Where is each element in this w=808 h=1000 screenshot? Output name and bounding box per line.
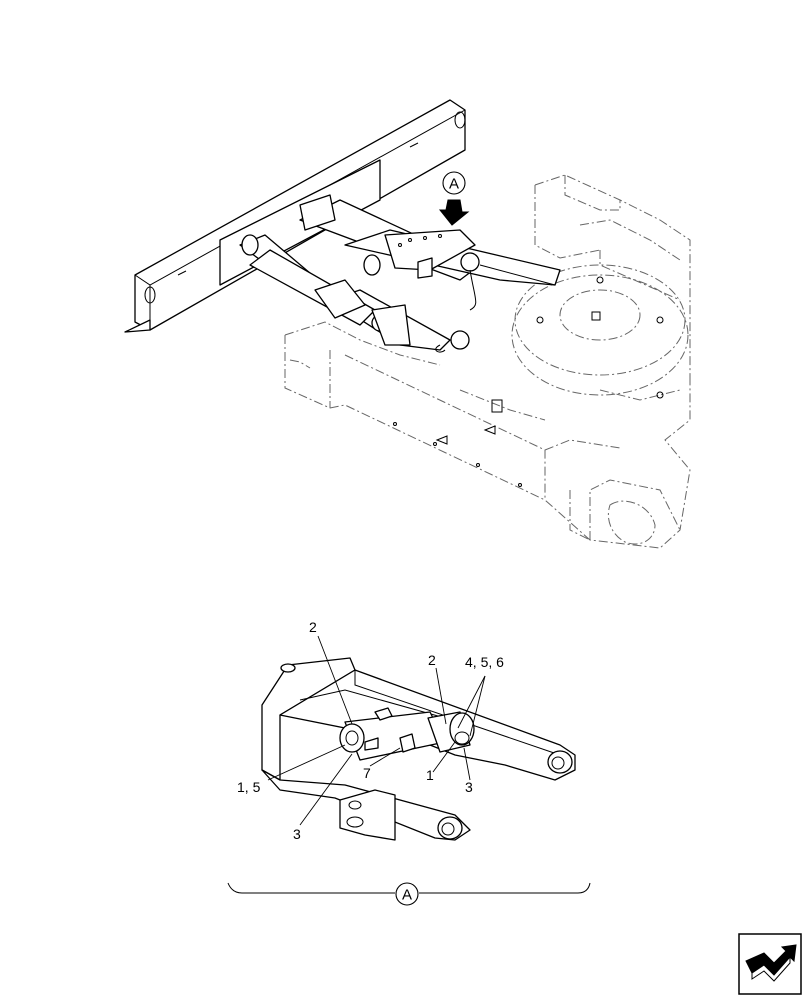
- view-marker-a: A: [442, 171, 466, 195]
- overview-assembly: A: [124, 99, 691, 549]
- callout-4-5-6: 4, 5, 6: [465, 654, 504, 670]
- callout-3-left: 3: [293, 826, 301, 842]
- callout-leaders: [267, 635, 486, 826]
- callout-2-left: 2: [309, 619, 317, 635]
- detail-view-label: A: [402, 887, 412, 904]
- callout-1-5: 1, 5: [237, 779, 261, 795]
- cylinder-bracket: [363, 229, 480, 353]
- cylinder-detail: [339, 707, 475, 761]
- view-marker-label: A: [449, 176, 459, 193]
- blade-cylinder: [239, 194, 411, 346]
- swing-bearing: [511, 264, 689, 399]
- callout-labels: 2 2 4, 5, 6 1, 5 7 1 3 3: [237, 619, 504, 842]
- callout-7: 7: [363, 765, 371, 781]
- callout-1: 1: [426, 767, 434, 783]
- callout-3-right: 3: [465, 779, 473, 795]
- dozer-blade: [124, 99, 466, 333]
- callout-2-right: 2: [428, 652, 436, 668]
- detail-view-a: 2 2 4, 5, 6 1, 5 7 1 3 3 A: [227, 619, 591, 906]
- next-page-arrow-icon[interactable]: [738, 933, 802, 995]
- undercarriage-frame-phantom: [284, 174, 691, 549]
- detail-view-bracket: A: [227, 882, 591, 906]
- view-direction-arrow: [438, 199, 470, 226]
